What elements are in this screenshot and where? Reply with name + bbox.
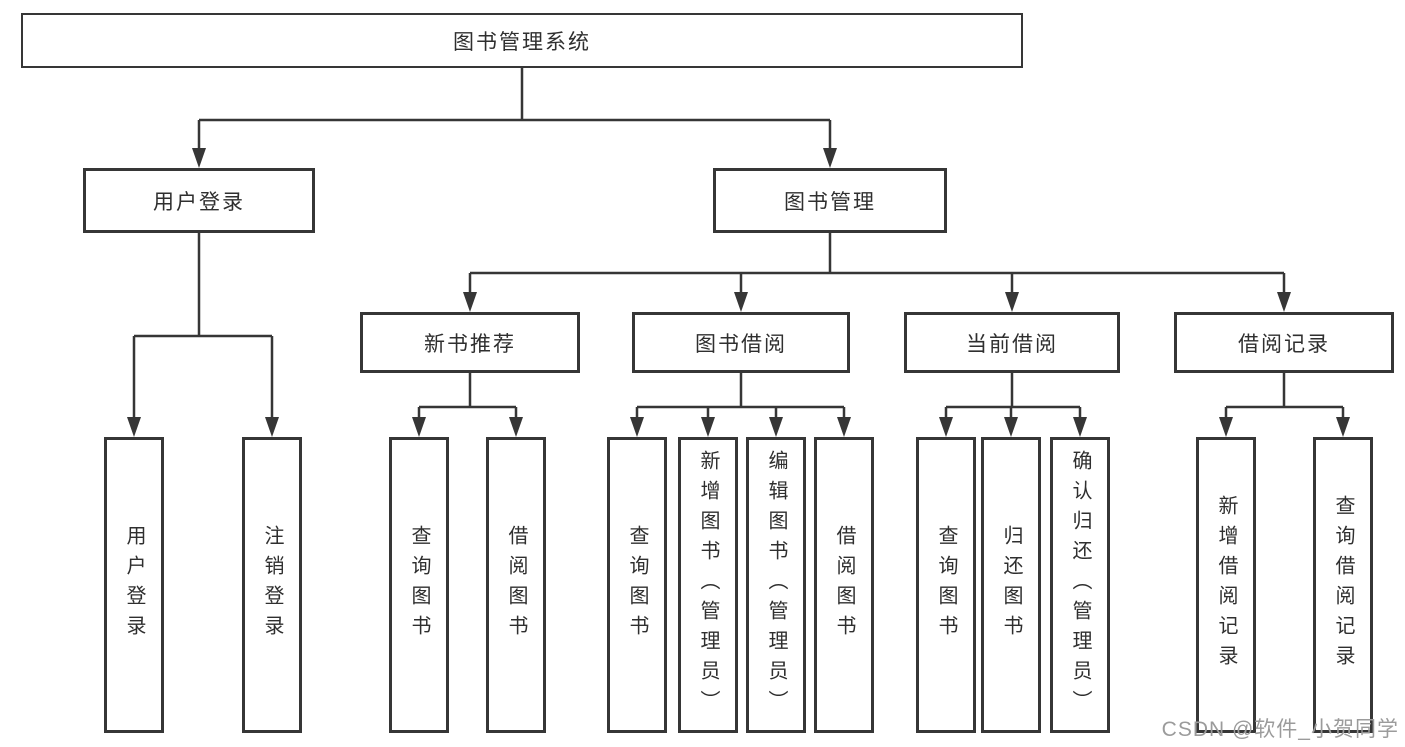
connector-book-management bbox=[463, 233, 1291, 312]
node-label: 用户登录 bbox=[123, 525, 145, 645]
arrowhead bbox=[412, 417, 426, 437]
watermark: CSDN @软件_小贺同学 bbox=[1161, 718, 1399, 741]
arrowhead bbox=[509, 417, 523, 437]
arrowhead bbox=[1005, 292, 1019, 312]
arrowhead bbox=[939, 417, 953, 437]
connector-current-borrow bbox=[939, 373, 1087, 437]
node-book-management: 图书管理 bbox=[713, 168, 947, 233]
arrowhead bbox=[1277, 292, 1291, 312]
node-label: 注销登录 bbox=[261, 525, 283, 645]
node-label: 图书管理系统 bbox=[453, 30, 591, 54]
node-leaf-query-books-recommend: 查询图书 bbox=[389, 437, 449, 733]
arrowhead bbox=[1073, 417, 1087, 437]
node-current-borrow: 当前借阅 bbox=[904, 312, 1120, 373]
node-label: 编辑图书（管理员） bbox=[765, 450, 787, 720]
arrowhead bbox=[823, 148, 837, 168]
node-label: 新增图书（管理员） bbox=[697, 450, 719, 720]
arrowhead bbox=[769, 417, 783, 437]
arrowhead bbox=[734, 292, 748, 312]
node-label: 新增借阅记录 bbox=[1215, 495, 1237, 675]
node-label: 图书借阅 bbox=[695, 332, 787, 356]
node-label: 借阅图书 bbox=[505, 525, 527, 645]
node-label: 借阅图书 bbox=[833, 525, 855, 645]
node-label: 查询图书 bbox=[935, 525, 957, 645]
node-label: 归还图书 bbox=[1000, 525, 1022, 645]
connector-book-borrow bbox=[630, 373, 851, 437]
connector-user-login bbox=[127, 233, 279, 437]
connector-root bbox=[192, 68, 837, 168]
arrowhead bbox=[1336, 417, 1350, 437]
node-label: 新书推荐 bbox=[424, 332, 516, 356]
node-label: 查询借阅记录 bbox=[1332, 495, 1354, 675]
node-label: 借阅记录 bbox=[1238, 332, 1330, 356]
connector-borrow-records bbox=[1219, 373, 1350, 437]
node-leaf-add-book-admin: 新增图书（管理员） bbox=[678, 437, 738, 733]
node-label: 查询图书 bbox=[626, 525, 648, 645]
arrowhead bbox=[630, 417, 644, 437]
node-user-login: 用户登录 bbox=[83, 168, 315, 233]
node-leaf-query-books-current: 查询图书 bbox=[916, 437, 976, 733]
node-leaf-borrow-books-recommend: 借阅图书 bbox=[486, 437, 546, 733]
arrowhead bbox=[1219, 417, 1233, 437]
arrowhead bbox=[265, 417, 279, 437]
node-leaf-borrow-books: 借阅图书 bbox=[814, 437, 874, 733]
arrowhead bbox=[463, 292, 477, 312]
node-root: 图书管理系统 bbox=[21, 13, 1023, 68]
node-leaf-edit-book-admin: 编辑图书（管理员） bbox=[746, 437, 806, 733]
arrowhead bbox=[701, 417, 715, 437]
arrowhead bbox=[192, 148, 206, 168]
node-leaf-query-borrow-record: 查询借阅记录 bbox=[1313, 437, 1373, 733]
node-book-borrow: 图书借阅 bbox=[632, 312, 850, 373]
node-leaf-query-books-borrow: 查询图书 bbox=[607, 437, 667, 733]
node-leaf-confirm-return-admin: 确认归还（管理员） bbox=[1050, 437, 1110, 733]
node-label: 确认归还（管理员） bbox=[1069, 450, 1091, 720]
node-label: 图书管理 bbox=[784, 190, 876, 214]
node-leaf-return-book: 归还图书 bbox=[981, 437, 1041, 733]
node-leaf-add-borrow-record: 新增借阅记录 bbox=[1196, 437, 1256, 733]
node-leaf-logout: 注销登录 bbox=[242, 437, 302, 733]
node-label: 用户登录 bbox=[153, 190, 245, 214]
arrowhead bbox=[127, 417, 141, 437]
node-label: 查询图书 bbox=[408, 525, 430, 645]
node-leaf-user-login: 用户登录 bbox=[104, 437, 164, 733]
node-borrow-records: 借阅记录 bbox=[1174, 312, 1394, 373]
connector-new-book-recommend bbox=[412, 373, 523, 437]
arrowhead bbox=[1004, 417, 1018, 437]
node-label: 当前借阅 bbox=[966, 332, 1058, 356]
node-new-book-recommend: 新书推荐 bbox=[360, 312, 580, 373]
arrowhead bbox=[837, 417, 851, 437]
